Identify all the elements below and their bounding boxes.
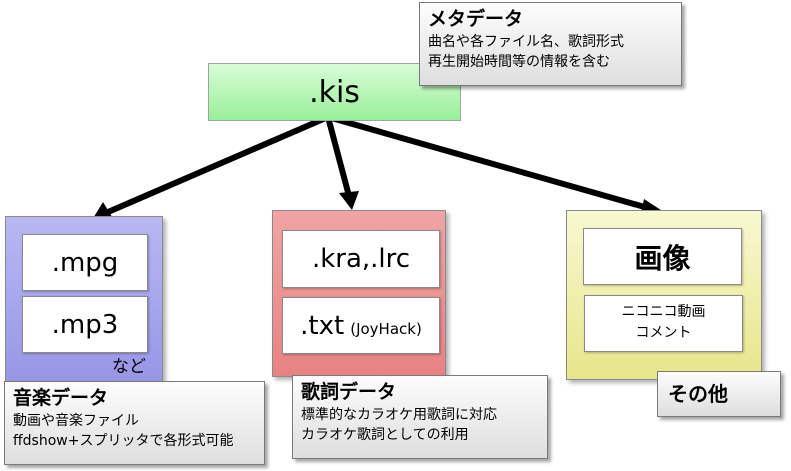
mp3-box: .mp3 [22, 296, 148, 353]
lyrics-data-callout: 歌詞データ 標準的なカラオケ用歌詞に対応 カラオケ歌詞としての利用 [292, 375, 548, 459]
music-callout-line-1: 動画や音楽ファイル [13, 413, 139, 429]
kis-root-label: .kis [309, 74, 360, 110]
other-callout-title: その他 [668, 382, 728, 406]
image-label: 画像 [634, 241, 691, 275]
mpg-label: .mpg [51, 247, 119, 278]
txt-box: .txt (JoyHack) [282, 297, 440, 354]
kis-root-node: .kis [208, 63, 461, 121]
music-callout-title: 音楽データ [13, 387, 109, 409]
arrow-to-lyrics [325, 116, 359, 210]
kra-lrc-box: .kra,.lrc [282, 230, 440, 288]
lyrics-callout-title: 歌詞データ [301, 381, 397, 403]
metadata-line-1: 曲名や各ファイル名、歌詞形式 [428, 34, 624, 50]
mpg-box: .mpg [22, 234, 148, 291]
metadata-callout: メタデータ 曲名や各ファイル名、歌詞形式 再生開始時間等の情報を含む [419, 2, 682, 86]
niconico-line-1: ニコニコ動画 [621, 304, 706, 320]
joyhack-label: (JoyHack) [350, 319, 422, 338]
music-callout-line-2: ffdshow+スプリッタで各形式可能 [13, 433, 234, 449]
metadata-line-2: 再生開始時間等の情報を含む [428, 54, 610, 70]
mp3-label: .mp3 [51, 309, 119, 340]
arrow-to-other [327, 114, 664, 218]
niconico-line-2: コメント [635, 325, 692, 341]
music-etc-label: など [112, 357, 146, 377]
other-data-callout: その他 [657, 371, 781, 417]
metadata-title: メタデータ [428, 8, 524, 30]
lyrics-callout-line-1: 標準的なカラオケ用歌詞に対応 [301, 407, 497, 423]
niconico-comment-box: ニコニコ動画 コメント [584, 295, 743, 352]
image-box: 画像 [583, 228, 742, 285]
txt-label: .txt [300, 310, 345, 341]
arrow-to-music [92, 114, 330, 220]
lyrics-callout-line-2: カラオケ歌詞としての利用 [301, 427, 469, 443]
music-data-callout: 音楽データ 動画や音楽ファイル ffdshow+スプリッタで各形式可能 [4, 381, 265, 465]
kra-lrc-label: .kra,.lrc [311, 244, 411, 274]
